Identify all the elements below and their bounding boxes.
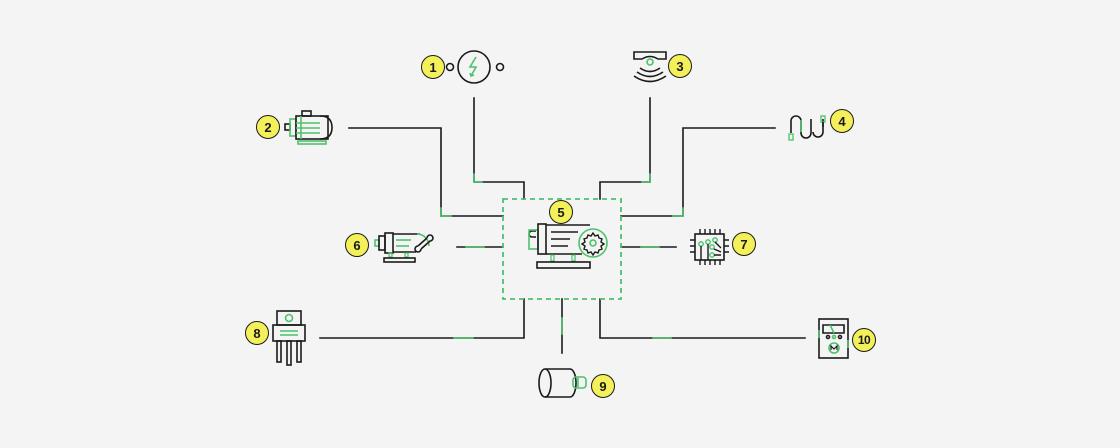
node-badge-6: 6: [345, 233, 369, 257]
microchip-circuit-icon: [690, 229, 729, 265]
motor-maintenance-wrench-icon: [374, 232, 434, 263]
wireless-sensor-icon: [633, 51, 667, 83]
motor-with-gear-icon: [528, 223, 608, 269]
node-badge-8: 8: [245, 321, 269, 345]
node-badge-9: 9: [591, 374, 615, 398]
node-badge-10: 10: [852, 328, 876, 352]
transistor-regulator-icon: [272, 310, 306, 366]
hub-dashed-box: [502, 198, 622, 300]
connector-1: [473, 97, 525, 200]
node-badge-3: 3: [668, 54, 692, 78]
electric-motor-icon: [284, 110, 333, 145]
multimeter-gauge-icon: [818, 318, 849, 359]
node-badge-7: 7: [732, 232, 756, 256]
connector-4: [620, 127, 776, 217]
cable-wire-icon: [788, 115, 826, 141]
node-badge-4: 4: [830, 109, 854, 133]
node-badge-2: 2: [256, 115, 280, 139]
hub-badge-5: 5: [549, 200, 573, 224]
connector-8: [319, 298, 525, 339]
connector-10: [599, 298, 806, 339]
node-badge-1: 1: [421, 55, 445, 79]
connector-3: [599, 97, 651, 200]
connector-2: [348, 127, 504, 217]
cylinder-shaft-icon: [538, 368, 587, 398]
power-source-lightning-icon: [445, 50, 505, 84]
